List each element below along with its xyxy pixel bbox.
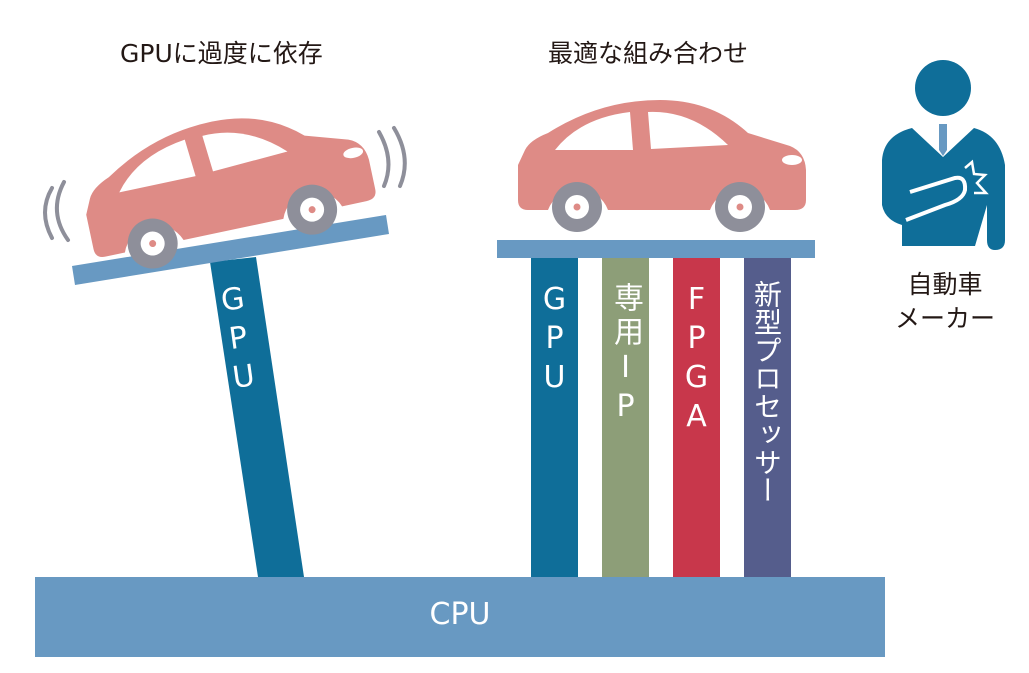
pillar-fpga-label: FPGA (679, 282, 714, 438)
left-gpu-pillar (210, 257, 304, 577)
cpu-base (35, 577, 885, 657)
pillar-fpga (673, 258, 720, 577)
right-car-icon (518, 100, 806, 232)
shake-lines-icon (43, 126, 407, 242)
pillar-dedicated-ip (602, 258, 649, 577)
pillar-new-processor-label: 新型プロセッサー (750, 280, 783, 504)
pillar-gpu-label: GPU (537, 282, 572, 399)
pillar-dedicated-ip-label: 専用IP (608, 282, 643, 428)
automaker-line2: メーカー (894, 304, 995, 333)
cpu-label: CPU (429, 597, 491, 632)
automaker-label: 自動車 メーカー (880, 268, 1010, 336)
right-title: 最適な組み合わせ (548, 39, 749, 68)
pillar-gpu (531, 258, 578, 577)
automaker-person-icon (882, 60, 1005, 250)
automaker-line1: 自動車 (907, 270, 983, 299)
pillar-new-processor (744, 258, 791, 577)
right-platform (497, 240, 815, 258)
left-title: GPUに過度に依存 (120, 39, 323, 68)
